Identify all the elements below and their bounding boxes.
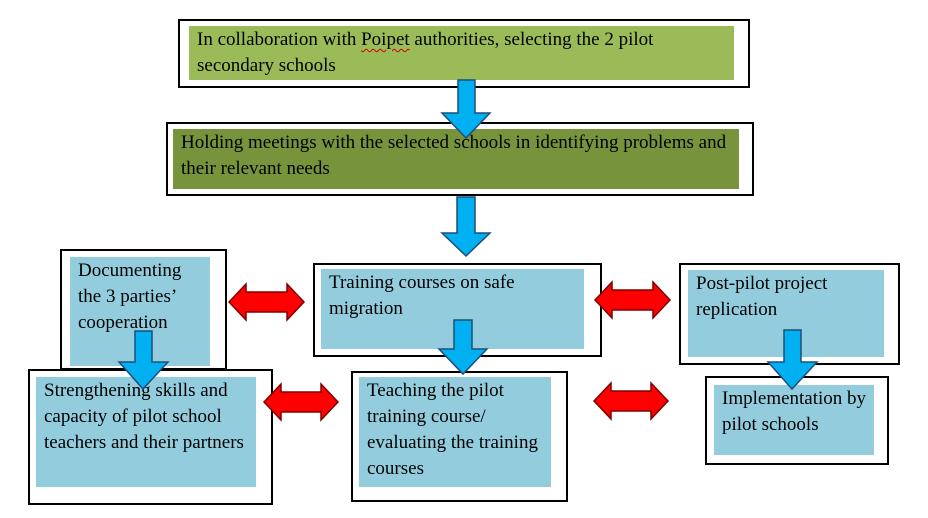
down-arrow-meetings-to-training <box>440 196 492 258</box>
select-schools-text: In collaboration with Poipet authorities… <box>189 26 734 80</box>
double-arrow-documenting-training <box>227 282 306 322</box>
down-arrow-select-to-meetings <box>440 79 492 140</box>
double-arrows <box>227 280 672 422</box>
double-arrow-teaching-implementation <box>592 381 670 421</box>
down-arrows <box>117 79 819 391</box>
double-arrow-training-postpilot <box>593 280 672 320</box>
teaching-pilot-text: Teaching the pilot training course/ eval… <box>359 377 551 487</box>
spellcheck-underlined-word: Poipet <box>361 29 410 50</box>
down-arrow-training-to-teaching <box>437 319 489 376</box>
strengthening-skills-text: Strengthening skills and capacity of pil… <box>36 377 256 487</box>
hold-meetings-text: Holding meetings with the selected schoo… <box>173 129 739 189</box>
down-arrow-postpilot-to-implementation <box>766 329 819 391</box>
down-arrow-documenting-to-strengthening <box>117 330 170 391</box>
implementation-text: Implementation by pilot schools <box>714 385 874 455</box>
double-arrow-strengthening-teaching <box>262 382 340 422</box>
training-courses-text: Training courses on safe migration <box>321 269 584 349</box>
